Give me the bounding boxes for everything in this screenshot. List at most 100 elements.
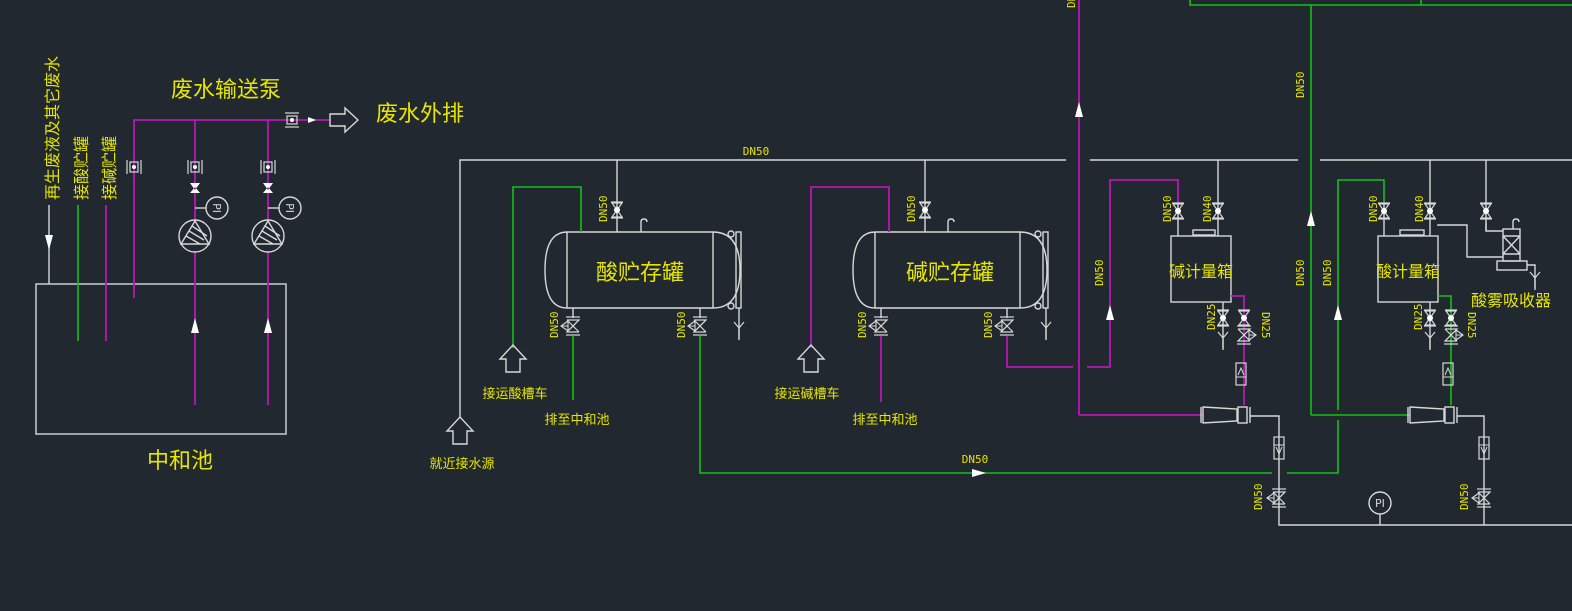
inlet-label-waste: 再生废液及其它废水 [43,56,62,200]
angle-valve-icon [1443,325,1464,345]
sight-glass-icon [284,112,300,128]
svg-text:DN50: DN50 [1161,196,1174,223]
fume-absorber-label: 酸雾吸收器 [1471,291,1551,310]
flow-arrow-up-icon [1334,305,1342,320]
truck-inlet-arrow-icon [498,343,528,373]
angle-valve-icon [1471,488,1492,508]
pool-label: 中和池 [147,449,213,474]
sight-glass-icon [260,159,276,175]
angle-valve-icon [1266,488,1287,508]
acid-drain-label: 排至中和池 [544,413,609,428]
svg-text:DN40: DN40 [1413,196,1426,223]
alkali-storage-tank: 碱贮存罐 DN50 接运碱槽车 DN50 排至中和池 DN50 [774,160,1073,428]
acid-fill-line [512,186,582,348]
flow-arrow-right-icon [972,469,986,477]
alkali-meter-label: 碱计量箱 [1169,262,1233,281]
water-header-line [459,159,1066,418]
flow-arrow-up-icon [191,318,199,333]
sight-glass-icon [187,159,203,175]
discharge-header-line [133,119,330,298]
ejector-icon [1202,406,1238,424]
acid-meter-feed-line [1337,179,1385,410]
angle-valve-icon [1236,325,1257,345]
svg-text:DN50: DN50 [982,312,995,339]
neutralization-section: 中和池 再生废液及其它废水 接酸贮罐 接碱贮罐 废水外排 废水输送泵 PI [35,56,464,474]
svg-text:DN25: DN25 [1412,304,1425,331]
truck-inlet-arrow-icon [796,343,826,373]
alkali-transfer-line [1006,336,1073,368]
inlet-label-alkali: 接碱贮罐 [100,136,119,200]
pressure-indicator-icon [205,196,229,220]
vent-hook-icon [947,218,955,232]
alkali-fill-line [810,186,890,348]
check-valve-icon [190,183,200,193]
flow-arrow-up-icon [264,318,272,333]
pressure-indicator-label: PI [1375,497,1385,510]
bottom-line-size-label: DN50 [962,453,989,466]
header-size-label: DN50 [743,145,770,158]
motive-water-line [1250,415,1572,526]
alkali-drain-label: 排至中和池 [852,413,917,428]
vent-hook-icon [640,218,648,232]
svg-text:DN: DN [1065,0,1078,8]
water-source-arrow-icon [445,415,475,445]
svg-text:DN50: DN50 [597,196,610,223]
ejector-icon [1409,406,1445,424]
alkali-truck-label: 接运碱槽车 [774,386,839,402]
water-source-label: 就近接水源 [429,456,494,472]
acid-meter-label: 酸计量箱 [1376,262,1440,281]
inlet-label-acid: 接酸贮罐 [72,136,91,200]
angle-valve-icon [868,316,889,336]
water-header: DN50 就近接水源 [429,145,1572,472]
svg-text:PI: PI [283,203,296,213]
pressure-indicator-icon [278,196,302,220]
flow-arrow-up-icon [1106,305,1114,320]
acid-truck-label: 接运酸槽车 [482,386,547,402]
svg-text:DN40: DN40 [1201,196,1214,223]
flow-arrow-up-icon [1307,211,1315,226]
svg-text:DN25: DN25 [1465,312,1478,339]
svg-text:DN25: DN25 [1205,304,1218,331]
alkali-meter-section: DN DN50 DN50 DN40 碱计量箱 DN25 DN25 DN50 [1065,0,1572,526]
acid-tank-label: 酸贮存罐 [596,261,684,286]
alkali-meter-feed-line [1087,179,1179,368]
acid-meter-tank [1377,235,1439,303]
pressure-indicator-icon [1368,491,1392,515]
svg-text:DN50: DN50 [1321,260,1334,287]
discharge-label: 废水外排 [376,102,464,127]
check-valve-icon [263,183,273,193]
svg-text:DN50: DN50 [1367,196,1380,223]
svg-text:DN50: DN50 [856,312,869,339]
svg-text:DN50: DN50 [1252,484,1265,511]
flow-arrow-up-icon [1075,102,1083,117]
alkali-meter-tank [1170,235,1232,303]
svg-text:DN50: DN50 [548,312,561,339]
angle-valve-icon [687,316,708,336]
acid-transfer-line: DN50 [699,336,1339,477]
svg-text:DN50: DN50 [1458,484,1471,511]
svg-text:DN50: DN50 [675,312,688,339]
flow-arrow-right-icon [308,117,316,123]
pump-2: PI [251,120,302,405]
acid-storage-tank: 酸贮存罐 DN50 接运酸槽车 DN50 排至中和池 DN50 [482,160,745,428]
manhole-icon [1192,229,1216,236]
svg-text:DN50: DN50 [1093,260,1106,287]
svg-text:DN50: DN50 [1294,260,1307,287]
svg-text:PI: PI [210,203,223,213]
angle-valve-icon [994,316,1015,336]
discharge-arrow-icon [329,106,360,134]
pump-1: PI [178,120,229,405]
manhole-icon [1399,229,1425,236]
svg-text:DN50: DN50 [1294,72,1307,99]
neutralization-pool [35,283,287,435]
acid-top-header [1189,0,1572,6]
pump-label: 废水输送泵 [171,78,281,103]
svg-text:DN25: DN25 [1259,312,1272,339]
flow-arrow-down-icon [45,235,53,250]
angle-valve-icon [560,316,581,336]
alkali-tank-label: 碱贮存罐 [906,261,994,286]
svg-text:DN50: DN50 [905,196,918,223]
sight-glass-icon [126,159,142,175]
acid-meter-section: DN50 DN50 DN50 DN50 DN40 酸计量箱 酸雾吸收器 DN25 [1189,0,1572,525]
